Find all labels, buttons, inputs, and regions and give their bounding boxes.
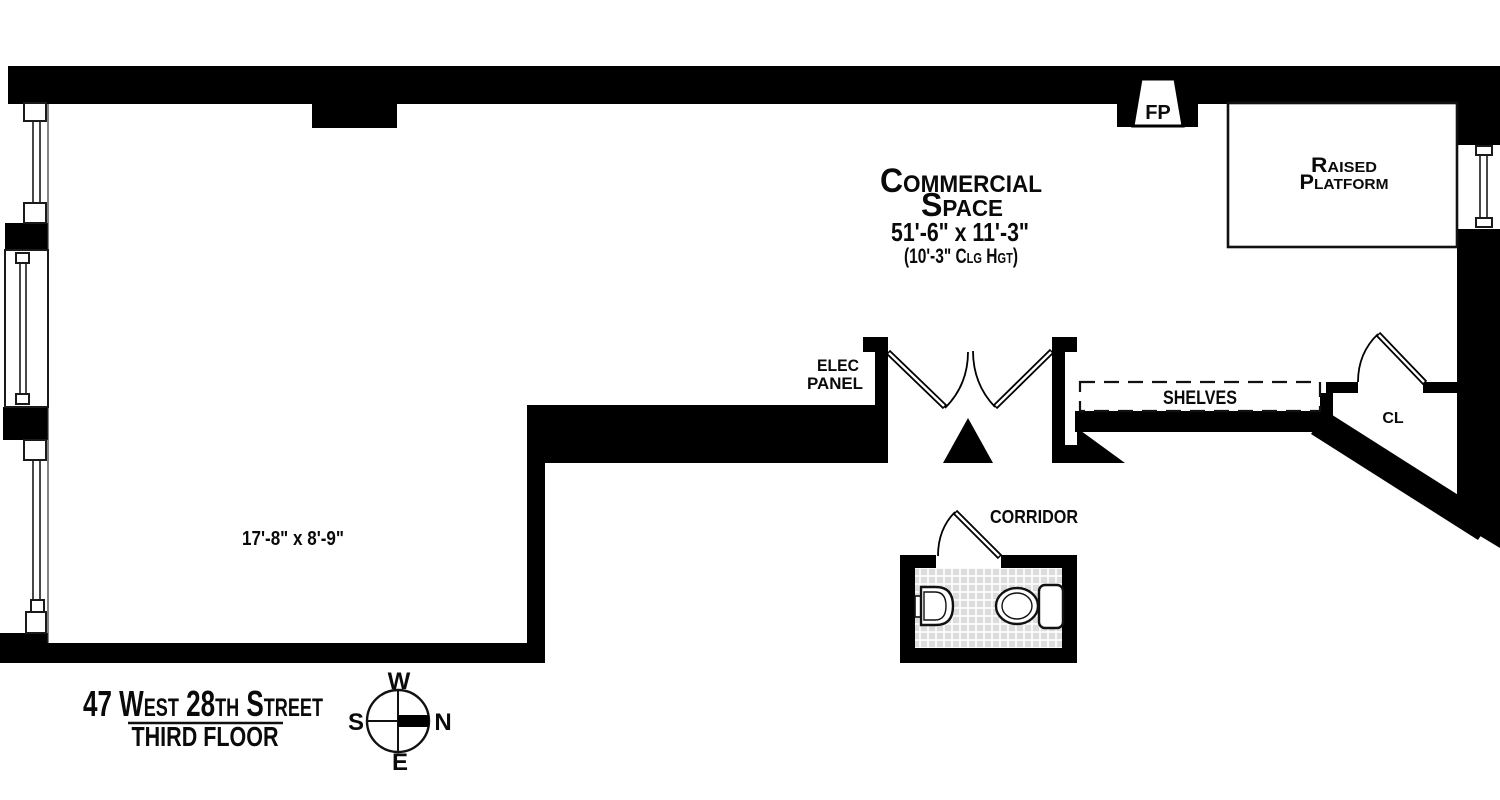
toilet-bowl-inner: [1001, 592, 1033, 620]
wall-left-chunk2: [3, 407, 48, 440]
window-sill: [23, 202, 47, 224]
closet-door: [1357, 331, 1428, 386]
entry-jamb-left-foot: [863, 445, 888, 463]
bathroom: [900, 553, 1077, 663]
shelves-label: SHELVES: [1163, 388, 1237, 409]
commercial-space-name-line2: Space: [921, 186, 1003, 223]
entry-jamb-right-stem: [1052, 352, 1065, 445]
entry-triangle: [943, 418, 993, 463]
windows: [4, 102, 1500, 634]
wall-top-notch: [312, 104, 397, 128]
compass-label-n: N: [434, 709, 451, 736]
left-room-dimensions: 17'-8" x 8'-9": [242, 528, 344, 550]
wall-top: [8, 66, 1500, 104]
title-floor: THIRD FLOOR: [132, 721, 279, 752]
window-cap: [1475, 217, 1493, 228]
elec-panel-label-line2: PANEL: [807, 374, 863, 393]
window-left-bottom: [23, 439, 47, 634]
compass-needle: [398, 715, 429, 727]
closet-jamb-right: [1423, 382, 1457, 393]
elec-panel-label-line1: ELEC: [817, 356, 859, 375]
title-address: 47 West 28th Street: [83, 683, 323, 724]
door-swing-arc: [944, 351, 969, 409]
commercial-space-dimensions: 51'-6" x 11'-3": [891, 217, 1029, 247]
title-block: 47 West 28th Street THIRD FLOOR: [83, 683, 323, 752]
window-sill: [23, 102, 47, 122]
wall-bottom: [0, 643, 545, 663]
window-cap: [30, 599, 45, 613]
wall-corridor-wedge: [1077, 428, 1125, 463]
compass: W S N E: [348, 668, 452, 776]
wall-right-lower: [1457, 229, 1500, 522]
wall-shelves: [1075, 411, 1333, 432]
sink: [919, 585, 955, 627]
commercial-space-ceiling: (10'-3" Clg Hgt): [904, 245, 1018, 268]
closet-jamb-left: [1326, 382, 1358, 393]
labels: Commercial Space 51'-6" x 11'-3" (10'-3"…: [242, 102, 1404, 550]
walls: [0, 66, 1500, 663]
wall-fp-flank-left: [1117, 104, 1137, 127]
entry-jamb-left-stem: [875, 352, 888, 445]
door-leaf-inner: [995, 351, 1052, 407]
closet-label: CL: [1382, 410, 1404, 427]
raised-platform: [1226, 101, 1459, 249]
wall-closet-diagonal: [1311, 411, 1493, 540]
wall-mid-horizontal: [527, 405, 875, 463]
bathroom-door: [937, 509, 1003, 560]
door-swing-arc: [937, 511, 956, 557]
fireplace: [1131, 77, 1185, 128]
entry-jamb-right-cap: [1052, 337, 1077, 352]
window-cap: [1475, 145, 1493, 156]
door-swing-arc: [972, 350, 996, 408]
entry-double-door: [885, 348, 1055, 410]
wall-leftroom-right: [527, 405, 545, 663]
window-sill: [23, 439, 47, 461]
compass-label-e: E: [392, 749, 408, 776]
window-right: [1456, 145, 1500, 229]
wall-left-chunk1: [5, 223, 48, 250]
commercial-space-name-line1: Commercial: [880, 162, 1042, 200]
sink-basin: [923, 591, 947, 621]
fireplace-label: FP: [1145, 102, 1171, 124]
window-cap: [15, 393, 30, 405]
window-cap: [15, 252, 30, 264]
raised-platform-label-line1: Raised: [1311, 154, 1377, 177]
door-swing-arc: [1357, 333, 1379, 383]
door-leaf-inner: [888, 352, 945, 407]
entry-jamb-left-cap: [863, 337, 888, 352]
window-sill: [25, 611, 47, 634]
doors: [885, 331, 1428, 560]
shelves-outline: [1078, 380, 1322, 413]
door-leaf-inner: [955, 512, 1000, 557]
bathroom-door-opening: [936, 553, 1001, 568]
window-left-top: [23, 102, 47, 224]
entry-jamb-right-foot: [1052, 445, 1077, 463]
corridor-label: CORRIDOR: [990, 507, 1078, 527]
toilet-tank: [1037, 583, 1065, 630]
wall-shelves-end: [1318, 393, 1333, 412]
compass-label-w: W: [388, 668, 411, 695]
door-leaf-inner: [1378, 334, 1425, 383]
compass-label-s: S: [348, 709, 364, 736]
wall-right-tip: [1457, 490, 1500, 548]
wall-right-upper: [1457, 104, 1500, 145]
window-opening: [1457, 145, 1500, 229]
raised-platform-label-line2: Platform: [1300, 171, 1389, 194]
window-left-middle: [4, 249, 49, 408]
